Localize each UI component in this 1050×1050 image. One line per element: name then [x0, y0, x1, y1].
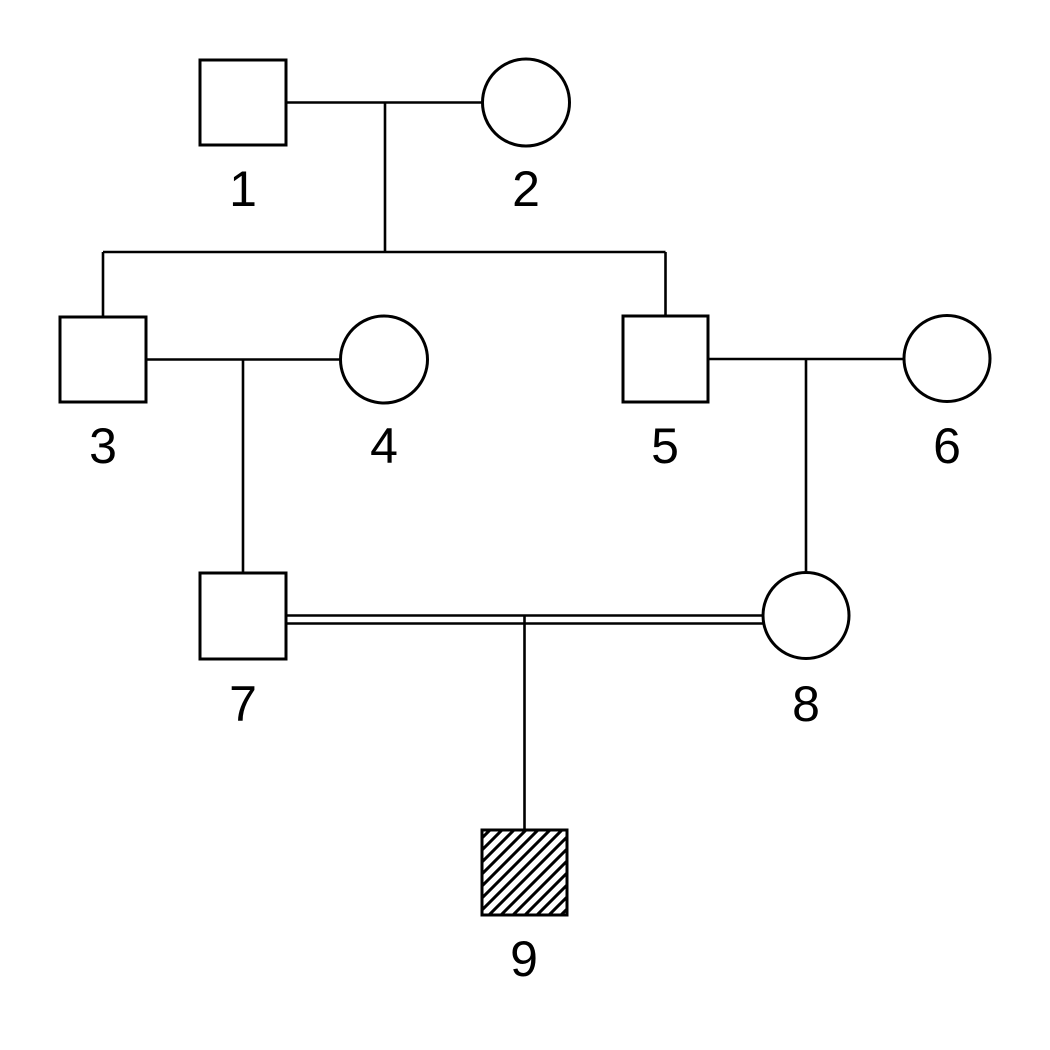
individual-4-female-symbol	[339, 314, 429, 405]
individual-9-affected-male-symbol	[480, 828, 569, 917]
individual-5-male-symbol	[621, 314, 710, 404]
individual-3-male-symbol	[58, 315, 148, 404]
individual-6-female-symbol	[902, 314, 992, 403]
individual-6-label: 6	[933, 418, 961, 474]
individual-7-male-symbol	[198, 571, 288, 661]
individual-3-label: 3	[89, 418, 117, 474]
individual-7-label: 7	[229, 676, 257, 732]
individual-1-male-symbol	[198, 58, 288, 147]
individual-1-label: 1	[229, 161, 257, 217]
individual-8-label: 8	[792, 676, 820, 732]
individual-9-label: 9	[510, 931, 538, 987]
individual-5-label: 5	[651, 418, 679, 474]
individual-4-label: 4	[370, 418, 398, 474]
individual-2-label: 2	[512, 161, 540, 217]
individual-8-female-symbol	[761, 571, 851, 660]
individual-2-female-symbol	[481, 57, 571, 148]
